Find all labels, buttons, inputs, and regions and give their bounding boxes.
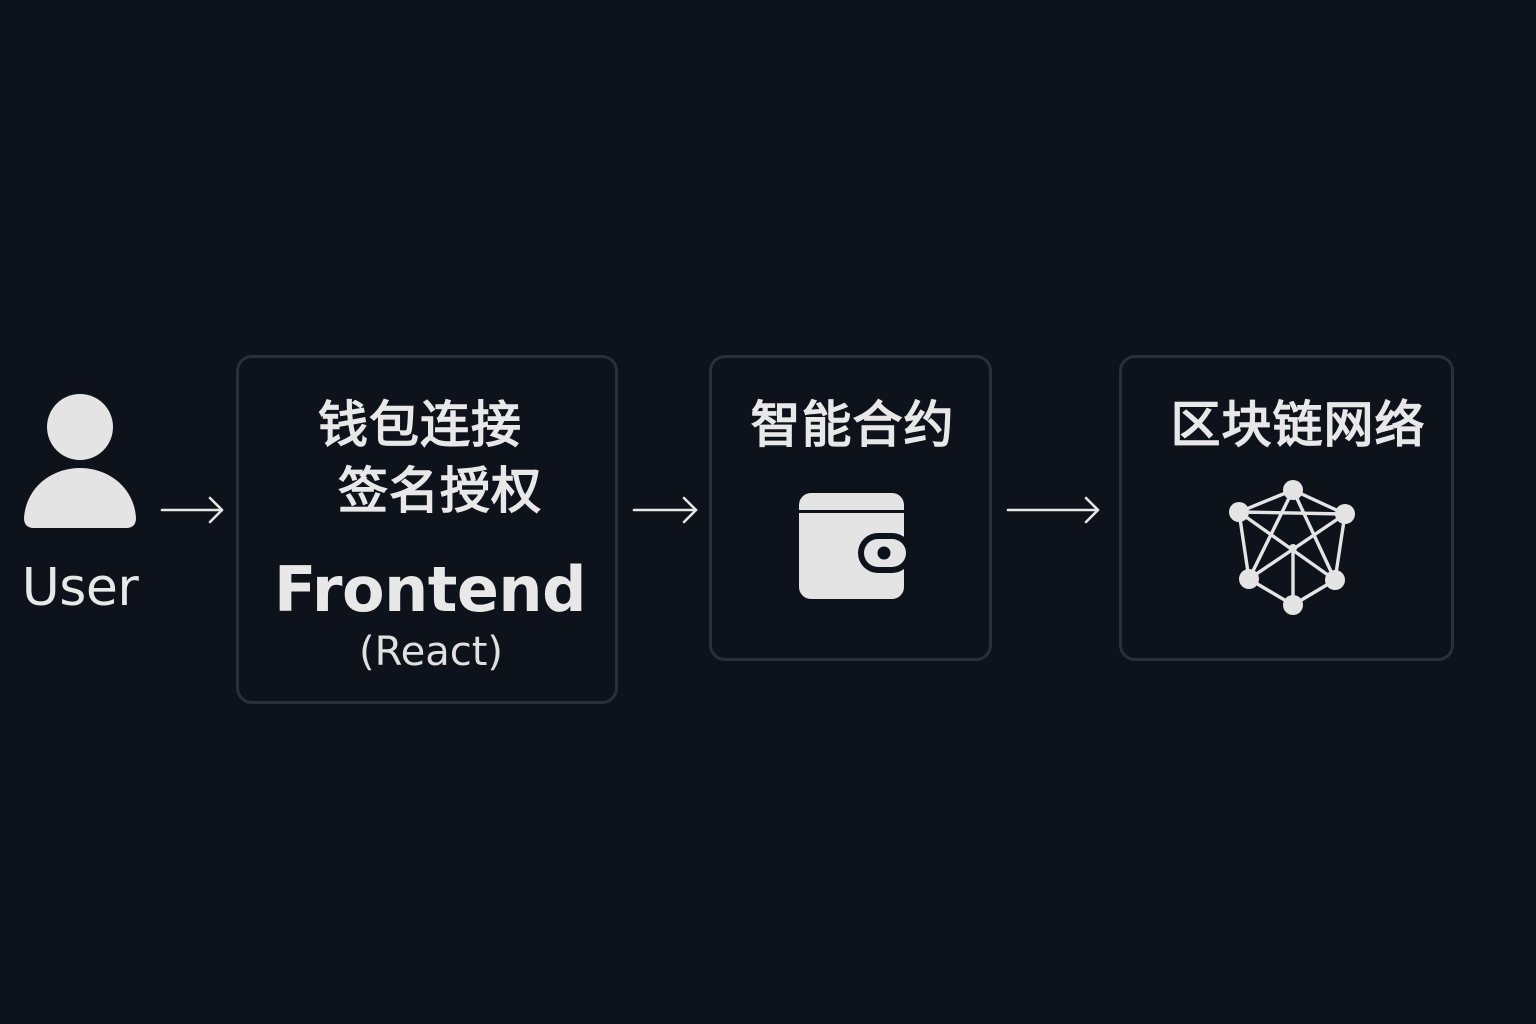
arrow-user-to-frontend	[160, 495, 226, 525]
frontend-title: Frontend	[274, 553, 586, 626]
arrow-contract-to-chain	[1006, 495, 1102, 525]
blockchain-network-title: 区块链网络	[1170, 396, 1426, 454]
user-label: User	[21, 558, 139, 618]
frontend-wallet-connect-label: 钱包连接	[318, 396, 522, 454]
arrow-frontend-to-contract	[632, 495, 700, 525]
frontend-sign-authorize-label: 签名授权	[338, 462, 542, 520]
frontend-subtitle: (React)	[358, 629, 503, 675]
smart-contract-title: 智能合约	[750, 396, 955, 454]
user-icon	[20, 390, 140, 532]
frontend-box	[236, 355, 618, 704]
network-icon	[1224, 476, 1360, 616]
wallet-icon	[796, 490, 912, 602]
